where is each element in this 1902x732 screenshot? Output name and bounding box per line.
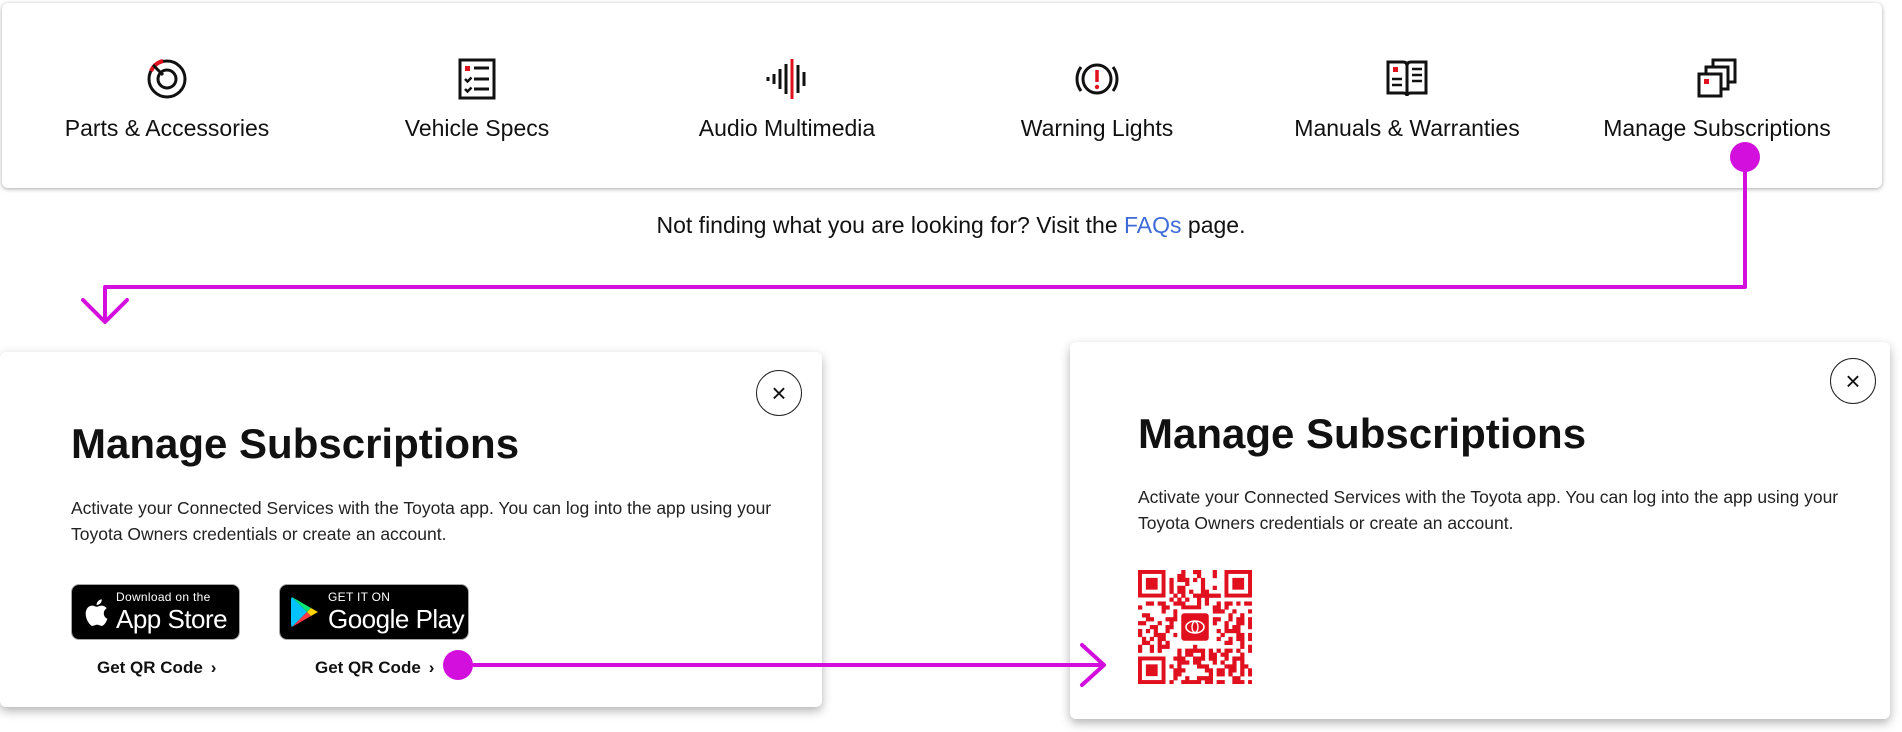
get-qr-code-link-google-play[interactable]: Get QR Code › [315,658,434,678]
faq-text-before: Not finding what you are looking for? Vi… [656,212,1125,238]
category-audio-multimedia[interactable]: Audio Multimedia [632,3,942,188]
faq-link[interactable]: FAQs [1124,212,1182,238]
google-play-button[interactable]: GET IT ON Google Play [279,584,469,640]
google-play-big-text: Google Play [328,603,465,634]
faq-text-after: page. [1181,212,1246,238]
app-store-big-text: App Store [116,603,228,634]
app-store-small-text: Download on the [116,589,211,604]
manuals-warranties-icon [1385,53,1429,105]
category-label: Warning Lights [1020,115,1174,141]
faq-message: Not finding what you are looking for? Vi… [0,212,1902,239]
close-icon: × [771,378,787,408]
category-label: Parts & Accessories [64,115,270,141]
category-label: Audio Multimedia [698,115,876,141]
qr-link-label: Get QR Code [97,658,203,677]
manage-subscriptions-qr-modal: × Manage Subscriptions Activate your Con… [1070,342,1890,719]
close-button[interactable]: × [756,370,802,416]
vehicle-specs-icon [457,53,497,105]
app-store-button[interactable]: Download on the App Store [71,584,240,640]
warning-lights-icon [1074,53,1120,105]
chevron-right-icon: › [428,658,435,677]
category-label: Manuals & Warranties [1294,115,1520,141]
apple-icon [85,598,108,626]
modal-title: Manage Subscriptions [71,420,520,467]
chevron-right-icon: › [210,658,217,677]
google-play-small-text: GET IT ON [328,589,391,604]
parts-accessories-icon [145,53,189,105]
category-label: Manage Subscriptions [1603,115,1831,141]
close-icon: × [1845,366,1861,396]
category-vehicle-specs[interactable]: Vehicle Specs [322,3,632,188]
category-manuals-warranties[interactable]: Manuals & Warranties [1252,3,1562,188]
category-warning-lights[interactable]: Warning Lights [942,3,1252,188]
category-parts-accessories[interactable]: Parts & Accessories [12,3,322,188]
google-play-icon [291,597,318,627]
qr-code [1138,570,1252,684]
manage-subscriptions-icon [1695,53,1739,105]
close-button[interactable]: × [1830,358,1876,404]
category-bar: Parts & Accessories Vehicle Specs [2,3,1882,188]
category-manage-subscriptions[interactable]: Manage Subscriptions [1562,3,1872,188]
category-label: Vehicle Specs [404,115,550,141]
modal-title: Manage Subscriptions [1138,410,1587,457]
modal-description: Activate your Connected Services with th… [1138,487,1839,533]
audio-multimedia-icon [765,53,809,105]
get-qr-code-link-app-store[interactable]: Get QR Code › [97,658,216,678]
manage-subscriptions-modal: × Manage Subscriptions Activate your Con… [0,352,822,707]
qr-link-label: Get QR Code [315,658,421,677]
modal-description: Activate your Connected Services with th… [71,498,772,544]
